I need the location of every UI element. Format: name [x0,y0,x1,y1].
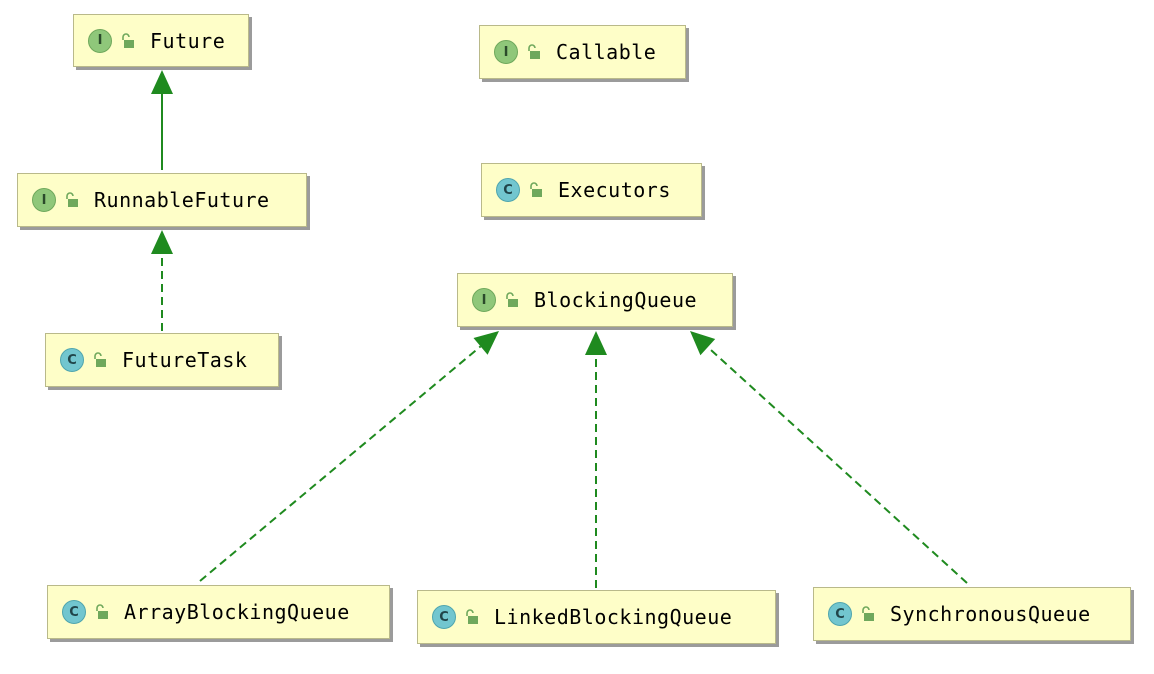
node-label: Callable [556,40,657,64]
interface-badge-icon: I [494,40,518,64]
arrowhead-icon [473,331,499,355]
node-executors[interactable]: C Executors [481,163,702,217]
node-blockingqueue[interactable]: I BlockingQueue [457,273,733,327]
arrowhead-icon [690,331,716,356]
class-badge-icon: C [496,178,520,202]
node-linkedblockingqueue[interactable]: C LinkedBlockingQueue [417,590,776,644]
node-label: SynchronousQueue [890,602,1091,626]
unlocked-icon [120,32,136,50]
unlocked-icon [860,605,876,623]
node-label: FutureTask [122,348,248,372]
unlocked-icon [92,351,108,369]
unlocked-icon [94,603,110,621]
arrowhead-icon [585,331,607,355]
node-runnablefuture[interactable]: I RunnableFuture [17,173,307,227]
edge-arrayblockingqueue-to-blockingqueue [199,345,482,582]
node-arrayblockingqueue[interactable]: C ArrayBlockingQueue [47,585,390,639]
unlocked-icon [464,608,480,626]
interface-badge-icon: I [88,28,112,53]
class-badge-icon: C [432,605,456,629]
class-badge-icon: C [828,602,852,626]
node-callable[interactable]: I Callable [479,25,686,79]
node-futuretask[interactable]: C FutureTask [45,333,279,387]
unlocked-icon [526,43,542,61]
node-label: LinkedBlockingQueue [494,605,733,629]
unlocked-icon [504,291,520,309]
class-badge-icon: C [62,600,86,624]
unlocked-icon [528,181,544,199]
node-label: Future [150,28,226,53]
node-label: ArrayBlockingQueue [124,600,350,624]
node-synchronousqueue[interactable]: C SynchronousQueue [813,587,1131,641]
arrowhead-icon [151,230,173,254]
interface-badge-icon: I [32,188,56,212]
node-label: Executors [558,178,671,202]
node-future[interactable]: I Future [73,14,249,67]
node-label: RunnableFuture [94,188,270,212]
arrowhead-icon [151,70,173,94]
unlocked-icon [64,191,80,209]
interface-badge-icon: I [472,288,496,312]
node-label: BlockingQueue [534,288,698,312]
edge-synchronousqueue-to-blockingqueue [707,346,968,584]
class-badge-icon: C [60,348,84,372]
